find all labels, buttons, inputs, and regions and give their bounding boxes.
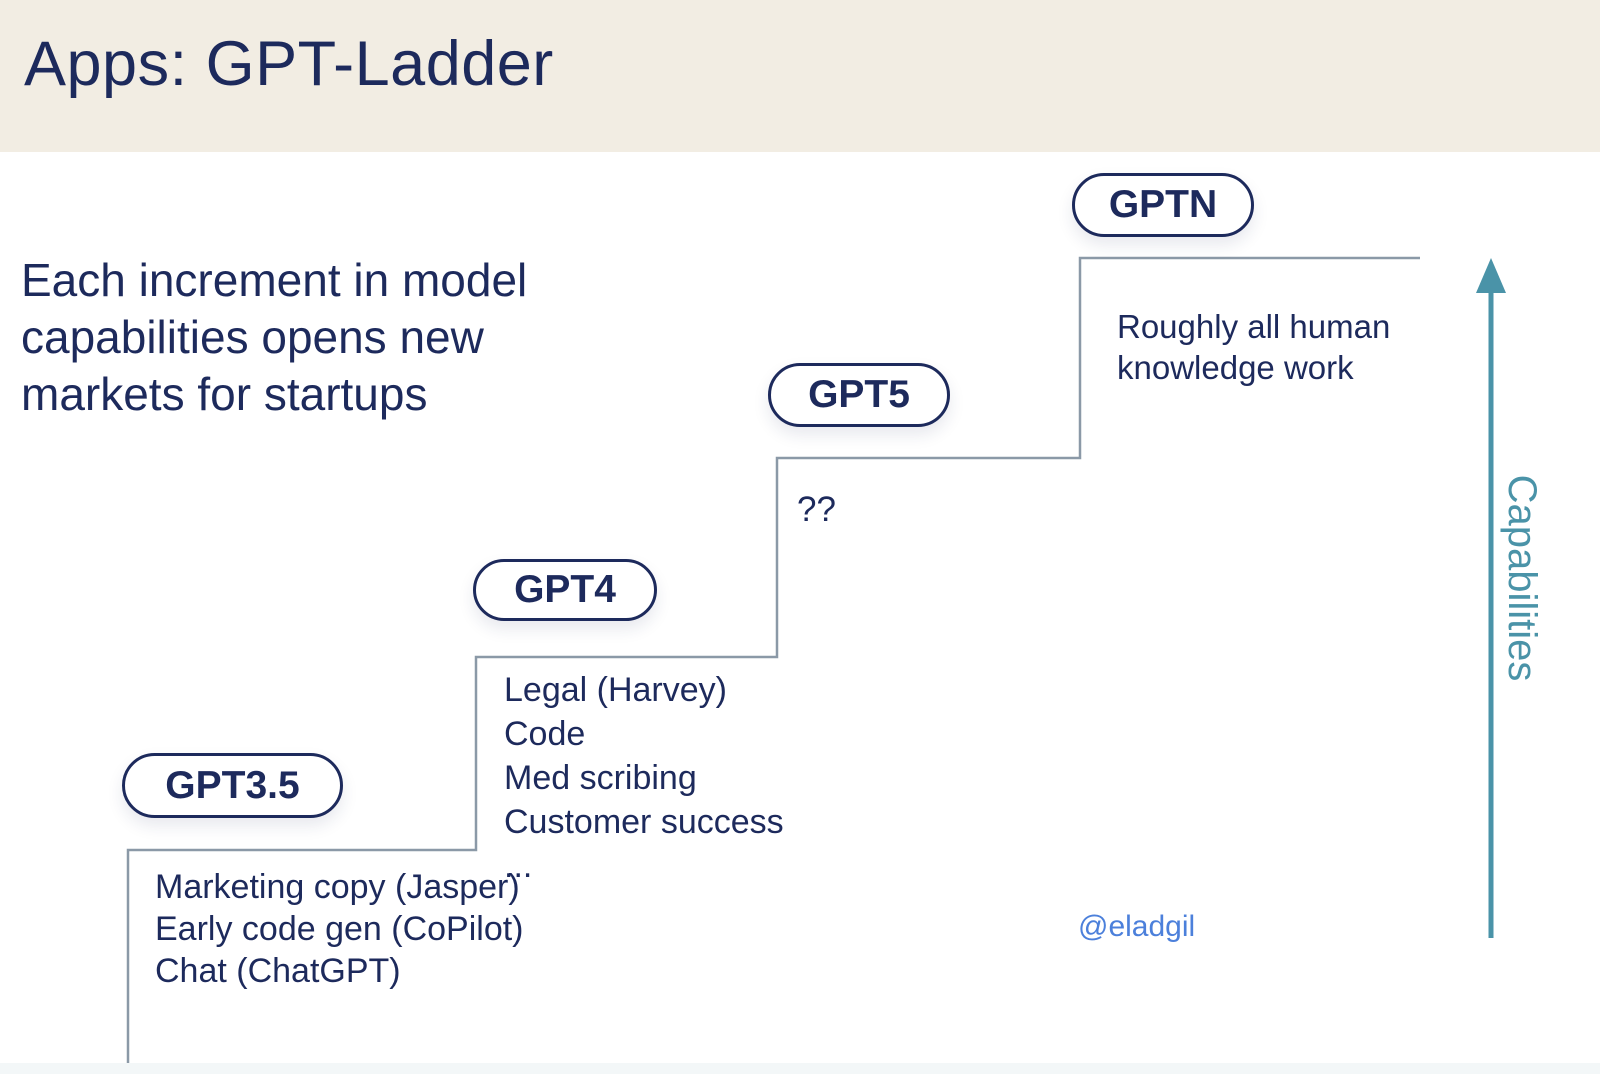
pill-gptn: GPTN — [1072, 173, 1254, 237]
step-item: Med scribing — [504, 759, 697, 797]
capabilities-axis-label: Capabilities — [1500, 474, 1544, 682]
step-item: Chat (ChatGPT) — [155, 952, 401, 990]
step-item: Early code gen (CoPilot) — [155, 910, 524, 948]
pill-gpt4: GPT4 — [473, 559, 657, 621]
pill-gpt5-label: GPT5 — [808, 373, 910, 416]
staircase-line — [126, 256, 1420, 1064]
pill-gptn-label: GPTN — [1108, 183, 1218, 226]
header-band — [0, 0, 1600, 152]
pill-gpt3-5-label: GPT3.5 — [165, 763, 300, 807]
step-item: ... — [504, 847, 533, 885]
intro-text: Each increment in model capabilities ope… — [21, 254, 528, 420]
capabilities-arrow-head — [1476, 258, 1506, 293]
step-item: Customer success — [504, 803, 784, 841]
step-item: Marketing copy (Jasper) — [155, 868, 520, 906]
step-item: Code — [504, 715, 586, 753]
gptn-item-list: Roughly all human knowledge work — [1117, 308, 1391, 386]
pill-gpt5: GPT5 — [768, 363, 950, 427]
pill-gpt3-5: GPT3.5 — [122, 753, 343, 818]
gpt5-item-list: ?? — [797, 490, 836, 529]
page-title: Apps: GPT-Ladder — [24, 29, 554, 99]
step-item: Legal (Harvey) — [504, 671, 727, 709]
gpt3-5-item-list: Marketing copy (Jasper) Early code gen (… — [155, 866, 524, 992]
pill-gpt4-label: GPT4 — [514, 568, 616, 611]
attribution-handle: @eladgil — [1078, 910, 1196, 943]
gpt4-item-list: Legal (Harvey) Code Med scribing Custome… — [504, 668, 784, 888]
bottom-strip — [0, 1063, 1600, 1074]
